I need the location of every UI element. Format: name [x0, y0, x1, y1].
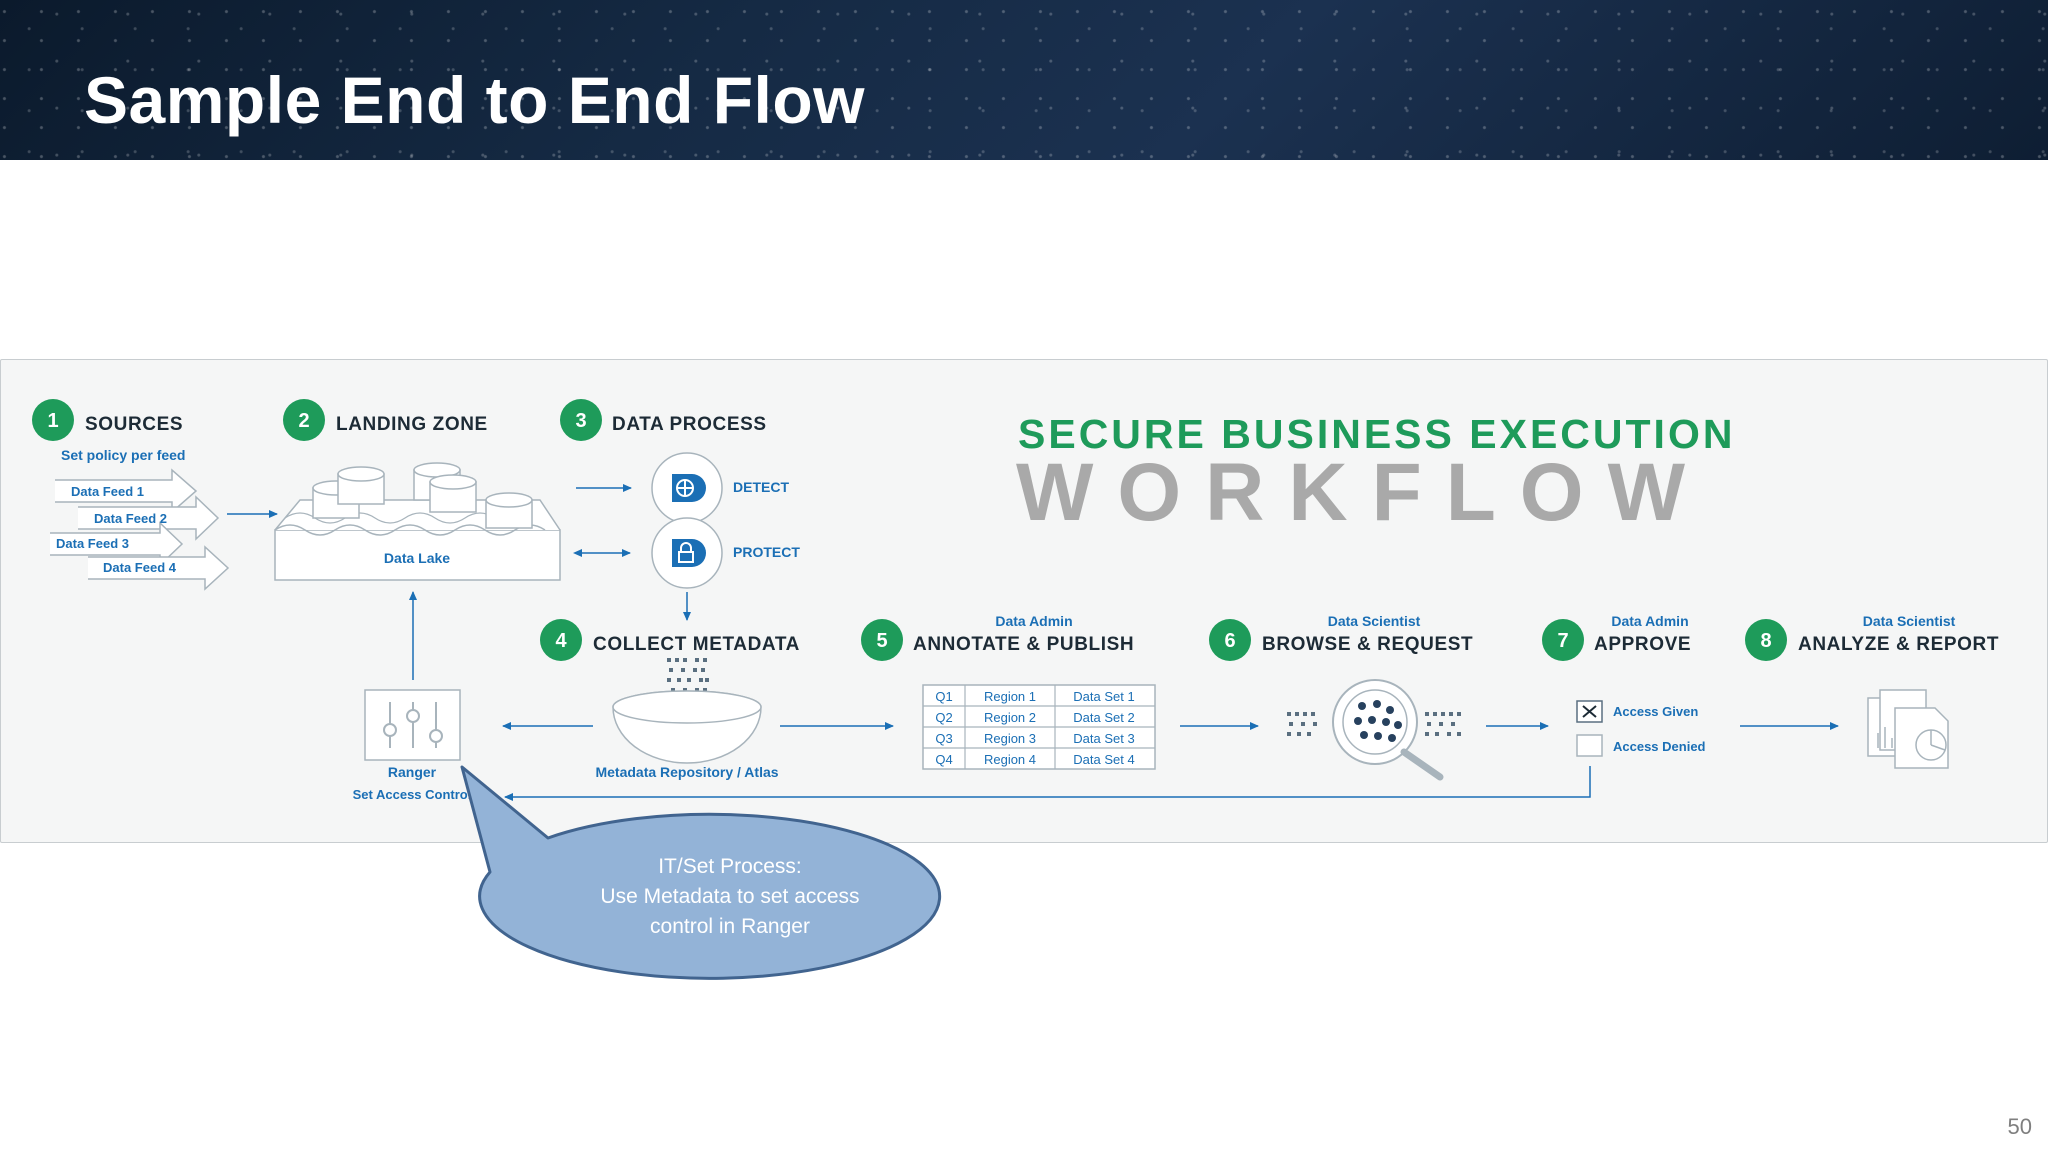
table-cell: Region 4: [984, 752, 1036, 767]
table-row: Q1 Region 1 Data Set 1: [935, 689, 1134, 704]
step-label: COLLECT METADATA: [593, 634, 800, 655]
step-number-badge: [1745, 619, 1787, 661]
step-number: 7: [1557, 630, 1568, 652]
step-number: 6: [1224, 630, 1235, 652]
callout-text: IT/Set Process: Use Metadata to set acce…: [520, 852, 940, 942]
access-denied-label: Access Denied: [1613, 739, 1706, 754]
metadata-repository-icon: [612, 658, 762, 764]
step-5-role: Data Admin: [995, 613, 1072, 629]
feed-arrow-icon: [78, 495, 220, 541]
data-feed-1: Data Feed 1: [71, 484, 144, 499]
step-number: 1: [47, 410, 58, 432]
metadata-label: Metadata Repository / Atlas: [595, 764, 778, 780]
step-7-role: Data Admin: [1611, 613, 1688, 629]
page-number: 50: [2007, 1114, 2032, 1139]
step-5: 5 ANNOTATE & PUBLISH: [861, 619, 1134, 661]
step-number: 5: [876, 630, 887, 652]
step-6-role: Data Scientist: [1328, 613, 1421, 629]
database-icon: [485, 492, 533, 529]
data-lake: Data Lake: [274, 462, 561, 581]
sources-policy: Set policy per feed: [61, 447, 185, 463]
detect-icon: [651, 452, 723, 524]
table-cell: Data Set 1: [1073, 689, 1134, 704]
slide-title: Sample End to End Flow: [84, 63, 866, 137]
table-row: Q4 Region 4 Data Set 4: [935, 752, 1134, 767]
step-label: ANNOTATE & PUBLISH: [913, 634, 1134, 655]
magnifier-icon: [1287, 679, 1461, 781]
protect-label: PROTECT: [733, 544, 800, 560]
callout-line: Use Metadata to set access: [600, 885, 860, 908]
table-cell: Q4: [935, 752, 952, 767]
feed-arrow-icon: [55, 468, 198, 514]
access-denied-checkbox: [1576, 734, 1603, 757]
workflow-title-line2: WORKFLOW: [1016, 447, 1709, 538]
step-number: 8: [1760, 630, 1771, 652]
ranger-label: Ranger: [388, 764, 437, 780]
access-given-label: Access Given: [1613, 704, 1698, 719]
callout-line: IT/Set Process:: [658, 855, 802, 878]
data-feeds: [50, 468, 230, 591]
table-cell: Data Set 4: [1073, 752, 1134, 767]
step-4: 4 COLLECT METADATA: [540, 619, 800, 661]
ranger-icon: [364, 689, 461, 761]
step-6: 6 BROWSE & REQUEST: [1209, 619, 1473, 661]
step-7: 7 APPROVE: [1542, 619, 1691, 661]
table-cell: Q2: [935, 710, 952, 725]
access-given-checkbox: [1576, 700, 1603, 723]
table-cell: Data Set 3: [1073, 731, 1134, 746]
table-cell: Q3: [935, 731, 952, 746]
step-3: 3 DATA PROCESS: [560, 399, 767, 441]
step-number-badge: [1209, 619, 1251, 661]
step-label: BROWSE & REQUEST: [1262, 634, 1473, 655]
table-row: Q2 Region 2 Data Set 2: [935, 710, 1134, 725]
return-arrow: [504, 766, 1591, 801]
step-number: 2: [298, 410, 309, 432]
step-1: 1 SOURCES: [32, 399, 183, 441]
database-icon: [337, 466, 385, 505]
step-label: DATA PROCESS: [612, 414, 767, 435]
step-label: SOURCES: [85, 414, 183, 435]
step-number: 3: [575, 410, 586, 432]
table-cell: Region 3: [984, 731, 1036, 746]
step-number: 4: [555, 630, 567, 652]
protect-icon: [651, 517, 723, 589]
step-number-badge: [1542, 619, 1584, 661]
data-feed-3: Data Feed 3: [56, 536, 129, 551]
table-cell: Region 2: [984, 710, 1036, 725]
detect-label: DETECT: [733, 479, 789, 495]
step-number-badge: [560, 399, 602, 441]
table-cell: Region 1: [984, 689, 1036, 704]
data-lake-label: Data Lake: [384, 550, 450, 566]
step-8: 8 ANALYZE & REPORT: [1745, 619, 1999, 661]
data-feed-2: Data Feed 2: [94, 511, 167, 526]
step-number-badge: [32, 399, 74, 441]
slide-header: Sample End to End Flow: [0, 0, 2048, 160]
feed-arrow-icon: [88, 545, 230, 591]
step-8-role: Data Scientist: [1863, 613, 1956, 629]
table-cell: Data Set 2: [1073, 710, 1134, 725]
step-label: LANDING ZONE: [336, 414, 488, 435]
table-row: Q3 Region 3 Data Set 3: [935, 731, 1134, 746]
report-icon: [1867, 689, 1949, 769]
data-feed-4: Data Feed 4: [103, 560, 177, 575]
feed-arrow-icon: [50, 521, 184, 567]
step-label: APPROVE: [1594, 634, 1691, 655]
ranger-sub-label: Set Access Control: [353, 787, 472, 802]
workflow-title-line1: SECURE BUSINESS EXECUTION: [1018, 411, 1735, 457]
step-2: 2 LANDING ZONE: [283, 399, 488, 441]
database-icon: [429, 474, 477, 513]
step-number-badge: [861, 619, 903, 661]
dataset-table: Q1 Region 1 Data Set 1 Q2 Region 2 Data …: [922, 684, 1156, 770]
step-number-badge: [540, 619, 582, 661]
step-number-badge: [283, 399, 325, 441]
callout-bubble: [460, 765, 942, 980]
table-cell: Q1: [935, 689, 952, 704]
callout-line: control in Ranger: [650, 915, 810, 938]
step-label: ANALYZE & REPORT: [1798, 634, 1999, 655]
database-icons: [312, 462, 533, 529]
